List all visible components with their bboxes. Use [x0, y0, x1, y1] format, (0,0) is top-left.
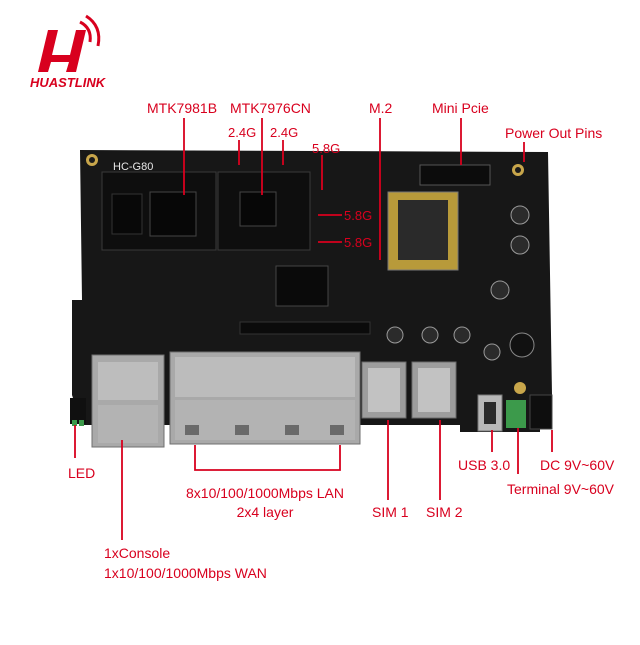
label-terminal: Terminal 9V~60V	[507, 481, 615, 497]
mount-hole	[514, 382, 526, 394]
main-chip	[275, 265, 329, 307]
huastlink-logo	[38, 14, 101, 72]
capacitors	[386, 205, 535, 361]
pin-header	[239, 321, 371, 335]
label-24g-b: 2.4G	[270, 125, 299, 140]
label-wan: 1x10/100/1000Mbps WAN	[104, 565, 267, 581]
label-m2: M.2	[369, 100, 393, 116]
label-mini-pcie: Mini Pcie	[432, 100, 489, 116]
brand-name: HUASTLINK	[30, 75, 106, 90]
label-sim2: SIM 2	[426, 504, 463, 520]
label-58g-top: 5.8G	[312, 141, 341, 156]
label-mtk7981b: MTK7981B	[147, 100, 218, 116]
label-usb: USB 3.0	[458, 457, 511, 473]
console-wan-rj45	[91, 354, 165, 448]
label-mtk7976cn: MTK7976CN	[230, 100, 311, 116]
mini-pcie-slot	[419, 164, 491, 186]
callout-lines	[74, 118, 553, 540]
label-sim1: SIM 1	[372, 504, 409, 520]
label-dc: DC 9V~60V	[540, 457, 615, 473]
dc-jack	[529, 394, 553, 430]
lan-rj45-block	[169, 351, 361, 445]
label-24g-a: 2.4G	[228, 125, 257, 140]
label-lan-1: 8x10/100/1000Mbps LAN	[186, 485, 344, 501]
label-console: 1xConsole	[104, 545, 171, 561]
label-58g-low: 5.8G	[344, 235, 373, 250]
label-lan-2: 2x4 layer	[236, 504, 294, 520]
label-power-out: Power Out Pins	[505, 125, 603, 141]
terminal-block	[506, 400, 526, 428]
led-block	[70, 398, 86, 424]
label-58g-mid: 5.8G	[344, 208, 373, 223]
label-led: LED	[68, 465, 96, 481]
board-model: HC-G80	[113, 161, 154, 173]
